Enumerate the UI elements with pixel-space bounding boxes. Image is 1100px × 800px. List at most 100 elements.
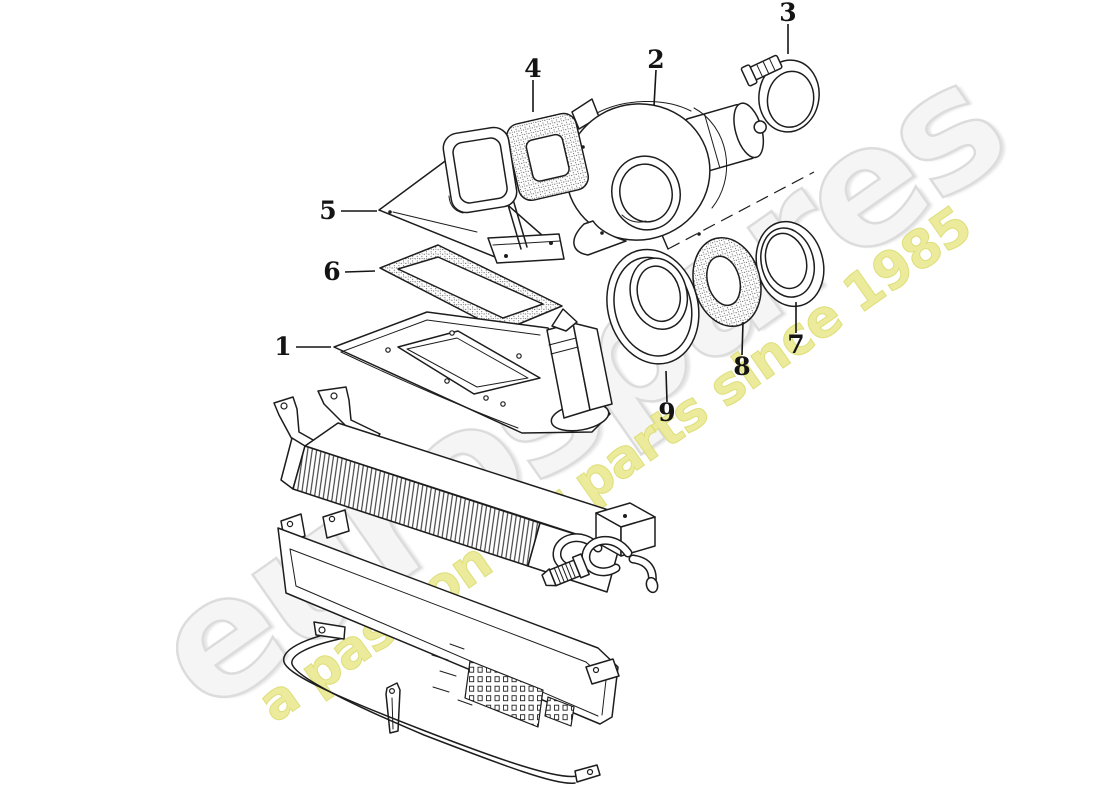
axis-dashed-segment (667, 171, 815, 250)
bracket-crease (550, 346, 579, 355)
clamp-band-inner (766, 70, 815, 128)
part4-square-seal (505, 112, 590, 202)
tray-stud-hole (389, 687, 396, 694)
callout-8[interactable]: 8 (733, 321, 751, 381)
thread-line (568, 561, 576, 579)
elbow-end-cap (645, 576, 659, 594)
duct-fold-line (392, 211, 478, 233)
callout-3-number: 3 (779, 0, 796, 27)
housing-rivet (600, 231, 604, 235)
part8-seal-ring (692, 236, 762, 328)
motor-shaft-nub (753, 120, 767, 134)
core-face-divider (527, 522, 541, 567)
plate-rolled-lip-bottom (340, 351, 519, 429)
callout-2-number: 2 (647, 45, 664, 74)
callouts: 1 2 3 4 5 6 7 (274, 0, 804, 427)
part3-hose-clamp (740, 54, 820, 133)
ring7-bore (764, 232, 808, 290)
plate-screw-hole (449, 330, 455, 336)
tray-louver-dash (439, 670, 457, 677)
housing-rim-arc (693, 107, 728, 209)
tray-inner-front-edge (295, 585, 599, 717)
callout-9-leader (665, 370, 668, 403)
tray-louver-dash (449, 643, 465, 650)
thread-line (561, 564, 569, 582)
ring7-mid (760, 227, 815, 298)
callout-6-leader (344, 270, 376, 273)
plate-screw-hole (444, 378, 450, 384)
plate-screw-hole (483, 395, 489, 401)
threaded-fitting (541, 553, 590, 587)
callout-5[interactable]: 5 (319, 196, 377, 225)
seal6-ring (379, 244, 563, 332)
duct-foot-hole (504, 254, 508, 258)
bracket-hole (330, 392, 338, 400)
bracket-side-face (572, 322, 613, 411)
plate-opening-inner (406, 337, 529, 388)
callout-7-number: 7 (787, 330, 804, 359)
tray-louver-dash (457, 699, 473, 706)
callout-8-leader (741, 321, 744, 356)
plate-screw-hole (516, 353, 522, 359)
callout-6[interactable]: 6 (323, 257, 376, 286)
strap-lower-edge (291, 637, 576, 785)
part1-cover-plate (333, 308, 613, 434)
retaining-strap (283, 621, 601, 785)
band-slot (769, 58, 776, 71)
duct-plate-hole (388, 210, 392, 214)
plate-rolled-lip-top (340, 319, 541, 353)
plate-outline (333, 311, 611, 434)
part9-flanged-ring (606, 248, 700, 365)
callout-8-number: 8 (733, 352, 750, 381)
housing-rivet (697, 232, 701, 236)
callout-4-number: 4 (524, 54, 541, 83)
bracket-crease (548, 337, 577, 346)
bracket-top-tab (551, 308, 578, 332)
tray-tab-hole (286, 520, 294, 528)
duct-strut-edge (505, 197, 522, 250)
part2-blower-motor (683, 102, 767, 174)
callout-5-number: 5 (319, 196, 336, 225)
duct-ring-inner (452, 137, 508, 204)
thread-line (557, 566, 565, 583)
part2-blower-housing (565, 98, 728, 256)
plate-screw-hole (385, 347, 391, 353)
duct-foot-hole (549, 241, 553, 245)
tray-end-bracket (585, 658, 620, 685)
callout-6-number: 6 (323, 257, 340, 286)
strap-tab-hole (586, 768, 594, 776)
tray-end-bracket-hole (592, 666, 600, 674)
callout-2[interactable]: 2 (647, 45, 665, 107)
ring9-flange-inner (613, 256, 693, 357)
part6-rect-seal (379, 244, 563, 332)
tray-louver-dash (432, 686, 450, 693)
plate-screw-hole (500, 401, 506, 407)
strap-left-tab (313, 621, 346, 640)
part5-air-duct (378, 126, 565, 264)
plate-opening-outer (397, 330, 541, 395)
callout-9[interactable]: 9 (658, 370, 676, 427)
tray-louver-dash (431, 654, 449, 661)
thread-line (553, 567, 562, 585)
band-slot (756, 64, 763, 77)
fitting-nut (571, 553, 590, 579)
screw-head (740, 64, 758, 87)
callout-1[interactable]: 1 (274, 332, 331, 361)
tray-inner-left-edge (289, 548, 297, 587)
tray-stud-edge (391, 697, 394, 730)
duct-foot-flange (487, 233, 565, 264)
strap-tab-hole (318, 626, 326, 634)
callout-2-leader (653, 69, 657, 107)
tray-tab (322, 509, 350, 539)
callout-7[interactable]: 7 (787, 302, 805, 359)
callout-3[interactable]: 3 (779, 0, 797, 54)
housing-opening-depth (621, 214, 647, 223)
callout-4[interactable]: 4 (524, 54, 542, 112)
housing-seam-arc (596, 100, 692, 114)
tray-inner-back-edge (289, 548, 587, 663)
band-slot (762, 61, 769, 74)
housing-outlet-lip (573, 220, 627, 256)
seal4-opening (525, 133, 570, 182)
